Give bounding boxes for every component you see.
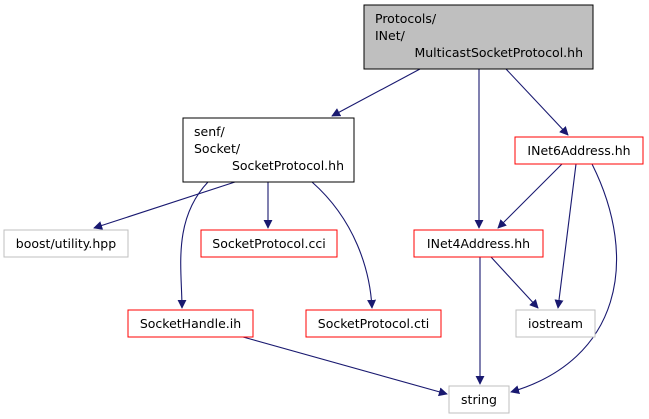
edge-inet6address-to-iostream (554, 163, 577, 309)
edge-inet4address-to-iostream (490, 256, 539, 309)
node-label-line: Socket/ (194, 141, 241, 156)
node-label: SocketProtocol.cti (318, 316, 429, 331)
edges-layer (93, 68, 618, 397)
node-sockethandle-ih[interactable]: SocketHandle.ih (127, 309, 254, 338)
node-string: string (448, 385, 510, 414)
node-box (514, 136, 644, 165)
node-socketprotocol-cci[interactable]: SocketProtocol.cci (200, 229, 338, 258)
edge-sockethandle-ih-to-string (242, 336, 448, 397)
node-iostream: iostream (515, 309, 596, 338)
node-label: iostream (528, 316, 583, 331)
node-label: SocketHandle.ih (140, 316, 241, 331)
node-label: SocketProtocol.cci (212, 236, 325, 251)
node-label-line: Protocols/ (375, 11, 437, 26)
node-multicast[interactable]: Protocols/INet/MulticastSocketProtocol.h… (363, 4, 594, 70)
node-inet4address[interactable]: INet4Address.hh (413, 229, 544, 258)
node-label-line: INet/ (375, 28, 406, 43)
node-box (448, 385, 510, 414)
node-inet6address[interactable]: INet6Address.hh (514, 136, 644, 165)
node-box (127, 309, 254, 338)
node-box (200, 229, 338, 258)
node-socketprotocol-hh[interactable]: senf/Socket/SocketProtocol.hh (182, 117, 355, 183)
edge-socketprotocol-hh-to-boost-utility (93, 181, 236, 230)
node-box (363, 4, 594, 70)
node-label: boost/utility.hpp (16, 236, 116, 251)
node-socketprotocol-cti[interactable]: SocketProtocol.cti (305, 309, 442, 338)
edge-socketprotocol-hh-to-socketprotocol-cti (311, 181, 377, 309)
edge-multicast-to-socketprotocol-hh (331, 68, 421, 117)
node-label: INet4Address.hh (427, 236, 530, 251)
edge-inet6address-to-string (510, 163, 618, 395)
edge-inet6address-to-inet4address (497, 163, 563, 229)
node-boost-utility: boost/utility.hpp (3, 229, 129, 258)
nodes-layer: Protocols/INet/MulticastSocketProtocol.h… (3, 4, 644, 414)
node-box (3, 229, 129, 258)
node-box (413, 229, 544, 258)
node-box (182, 117, 355, 183)
edge-socketprotocol-hh-to-sockethandle-ih (177, 181, 209, 309)
node-box (305, 309, 442, 338)
node-box (515, 309, 596, 338)
node-label-line: MulticastSocketProtocol.hh (414, 45, 583, 60)
node-label: string (461, 392, 497, 407)
node-label-line: SocketProtocol.hh (232, 158, 344, 173)
edge-multicast-to-inet6address (505, 68, 569, 136)
node-label: INet6Address.hh (527, 143, 630, 158)
node-label-line: senf/ (194, 124, 226, 139)
